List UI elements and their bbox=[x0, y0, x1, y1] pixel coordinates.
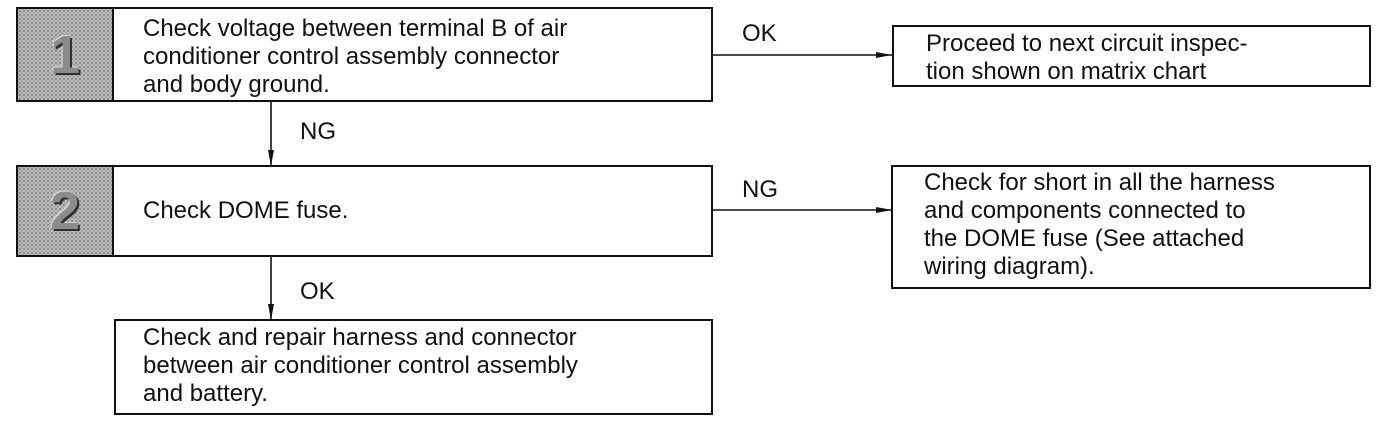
step-1-ok-label: OK bbox=[742, 20, 777, 47]
step-1-text: Check voltage between terminal B of air … bbox=[143, 15, 568, 98]
step-2-number: 2 bbox=[49, 181, 81, 241]
step-2-ok-outcome-box bbox=[114, 319, 713, 415]
step-2-ng-outcome-text: Check for short in all the harness and c… bbox=[924, 169, 1275, 280]
step-2-ok-label: OK bbox=[300, 278, 335, 305]
step-2-number-badge: 2 bbox=[18, 167, 114, 255]
step-1-number: 1 bbox=[49, 24, 81, 85]
step-2-ng-label: NG bbox=[742, 176, 778, 203]
step-1-ok-outcome-box bbox=[892, 25, 1371, 87]
step-1-box bbox=[16, 7, 713, 102]
step-2-ok-outcome-text: Check and repair harness and connector b… bbox=[143, 324, 578, 407]
step-1-ok-outcome-text: Proceed to next circuit inspec- tion sho… bbox=[926, 30, 1248, 85]
step-2-text: Check DOME fuse. bbox=[143, 197, 349, 224]
step-1-ng-label: NG bbox=[300, 118, 336, 145]
step-2-box bbox=[16, 165, 713, 257]
step-2-ng-outcome-box bbox=[891, 165, 1371, 289]
step-1-number-badge: 1 bbox=[18, 9, 114, 100]
